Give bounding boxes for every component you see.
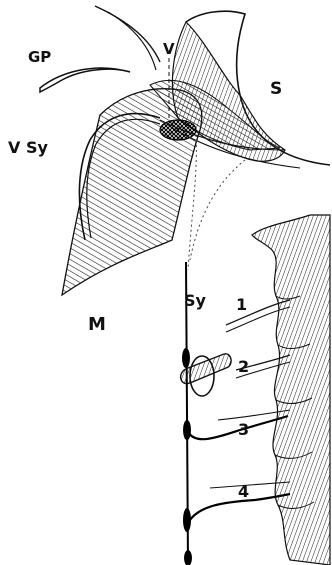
trunk-ganglion-1 [182, 348, 190, 368]
label-vsy: V Sy [8, 138, 48, 157]
dotted-connection-2 [190, 160, 245, 260]
trunk-ganglion-4 [184, 550, 192, 565]
label-v: V [163, 40, 175, 58]
label-2: 2 [238, 357, 249, 376]
label-3: 3 [238, 420, 249, 439]
label-sy: Sy [184, 291, 207, 310]
label-4: 4 [238, 482, 249, 501]
label-s: S [270, 79, 282, 99]
trunk-ganglion-2 [183, 420, 191, 440]
label-gp: GP [28, 48, 51, 66]
label-m: M [88, 314, 106, 335]
gp-structure [40, 68, 130, 92]
label-1: 1 [236, 295, 247, 314]
vertebral-column-outline [252, 215, 330, 565]
skull-upper-arc-2 [108, 12, 156, 70]
